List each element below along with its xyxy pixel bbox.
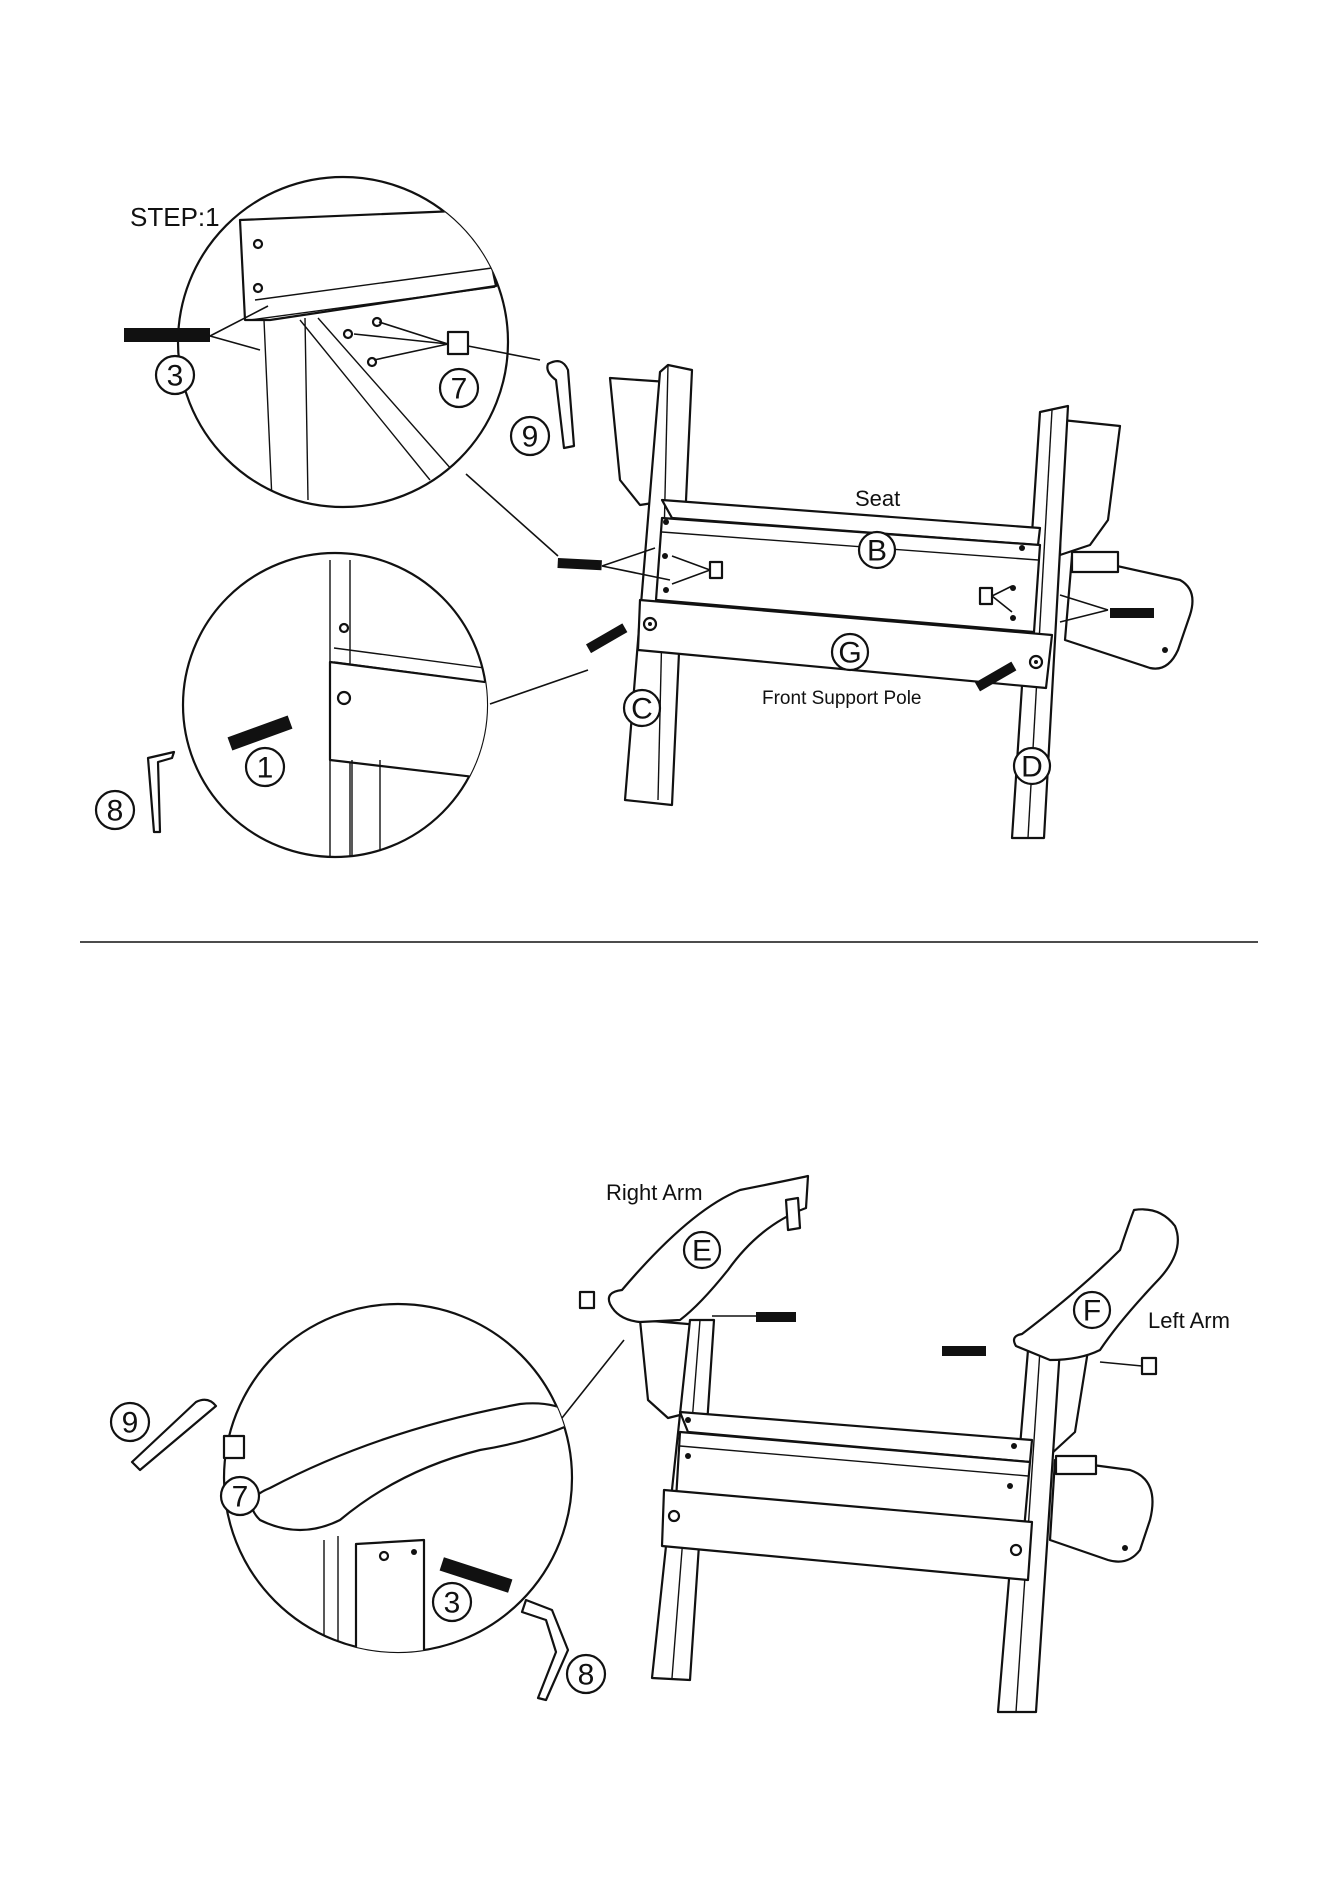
part-b-letter: B — [867, 535, 887, 568]
left-arm-label: Left Arm — [1148, 1308, 1230, 1333]
nut-7-zoom-bottom — [224, 1436, 244, 1458]
callout-7-upper: 7 — [451, 373, 468, 406]
callout-3-bottom: 3 — [444, 1587, 461, 1620]
left-arm-part-f — [1014, 1209, 1178, 1360]
right-arm-label: Right Arm — [606, 1180, 703, 1205]
part-e-letter: E — [692, 1235, 712, 1268]
callout-8-bottom: 8 — [578, 1659, 595, 1692]
nut-7-left — [710, 562, 722, 578]
callout-7-bottom: 7 — [232, 1481, 249, 1514]
callout-1: 1 — [257, 752, 274, 785]
part-g-letter: G — [838, 637, 861, 670]
bolt-3-right — [1110, 608, 1154, 618]
bolt-3-zoom — [124, 328, 210, 342]
zoom-callout-bottom — [132, 1304, 624, 1700]
nut-7-right-arm — [580, 1292, 594, 1308]
allen-key-8 — [148, 752, 174, 832]
nut-7-left-arm — [1142, 1358, 1156, 1374]
callout-3-upper: 3 — [167, 360, 184, 393]
part-f-letter: F — [1083, 1295, 1101, 1328]
wrench-9-zoom — [547, 361, 574, 448]
nut-7-zoom — [448, 332, 468, 354]
back-wing-right — [1060, 420, 1120, 555]
bottom-chair-with-arms: E F Right Arm Left Arm — [580, 1176, 1230, 1712]
zoom-callout-lower — [148, 553, 588, 860]
front-support-pole-label: Front Support Pole — [762, 688, 921, 709]
bolt-1-left — [586, 623, 627, 653]
bolt-3-right-arm — [756, 1312, 796, 1322]
callout-9-bottom: 9 — [122, 1407, 139, 1440]
top-chair-frame: B G C D Seat Front Support Pole — [557, 365, 1192, 838]
allen-key-8-bottom — [522, 1600, 568, 1700]
part-d-letter: D — [1021, 751, 1043, 784]
nut-7-right — [980, 588, 992, 604]
callout-8-upper: 8 — [107, 795, 124, 828]
step-title: STEP:1 — [130, 202, 220, 232]
bolt-3-left — [557, 558, 601, 570]
callout-9-upper: 9 — [522, 421, 539, 454]
bolt-3-left-arm — [942, 1346, 986, 1356]
rear-bracket — [1072, 552, 1118, 572]
seat-label: Seat — [855, 486, 900, 511]
part-c-letter: C — [631, 693, 653, 726]
